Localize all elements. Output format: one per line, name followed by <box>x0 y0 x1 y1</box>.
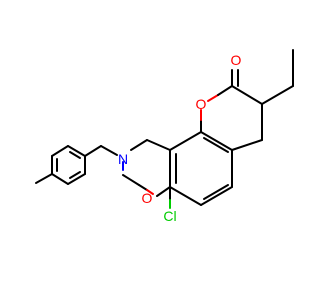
bond <box>122 174 140 186</box>
bond <box>261 85 294 105</box>
double-bond <box>203 184 229 200</box>
molecule-drawing: O O O N Cl <box>35 49 294 224</box>
lactone-ring <box>200 69 263 151</box>
tolyl-ring <box>35 145 118 185</box>
bond <box>146 139 171 151</box>
structure-canvas: O O O N Cl <box>35 49 294 224</box>
bond <box>200 186 233 206</box>
bond <box>169 186 202 206</box>
bond <box>138 184 148 191</box>
bond <box>67 145 86 157</box>
double-bond <box>69 171 81 179</box>
bond <box>217 85 233 96</box>
bond <box>146 189 154 195</box>
bond <box>67 173 86 185</box>
oxygen-label: O <box>196 96 207 112</box>
bond <box>130 139 148 151</box>
bond <box>156 186 171 197</box>
bond <box>51 145 69 157</box>
oxygen-label: O <box>142 190 153 206</box>
bond <box>207 94 219 102</box>
bond <box>100 145 118 156</box>
nitrogen-label: N <box>118 151 128 167</box>
central-benzene-ring <box>169 131 233 206</box>
oxygen-label: O <box>231 52 242 68</box>
bond <box>169 131 202 151</box>
bond <box>231 85 263 105</box>
oxazine-ring <box>122 139 171 197</box>
bond <box>231 139 263 151</box>
double-bond <box>69 151 81 159</box>
bond <box>35 173 53 184</box>
cyclohexene-ring <box>261 49 294 105</box>
bond <box>200 131 233 151</box>
bond <box>84 145 102 157</box>
bond <box>51 173 69 185</box>
double-bond <box>203 137 229 153</box>
chlorine-label: Cl <box>163 208 176 224</box>
